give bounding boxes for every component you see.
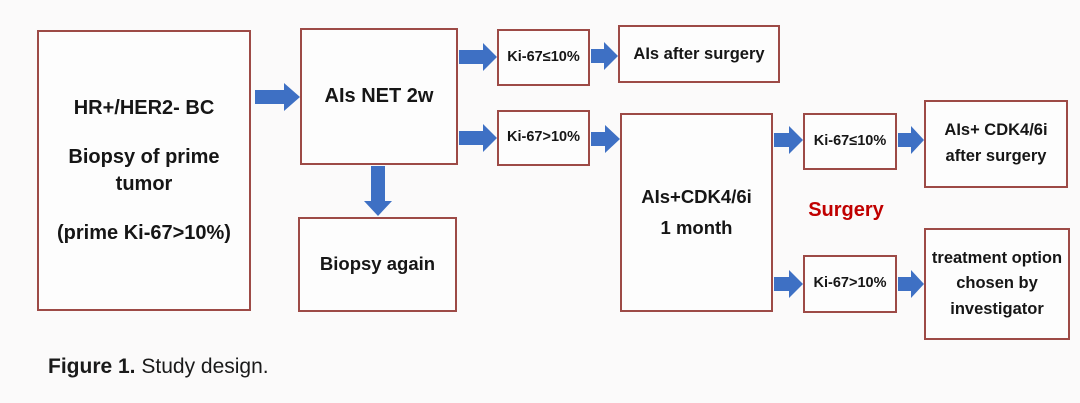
node-text-line: AIs+CDK4/6i bbox=[641, 185, 752, 207]
node-ki67-le10-second: Ki-67≤10% bbox=[803, 113, 897, 170]
node-text-line: Biopsy again bbox=[319, 253, 436, 275]
node-ki67-gt10-second: Ki-67>10% bbox=[803, 255, 897, 313]
node-hr-her2-bc-biopsy: HR+/HER2- BC Biopsy of prime tumor (prim… bbox=[37, 30, 251, 311]
node-text-line: after surgery bbox=[945, 147, 1047, 165]
arrow-ki67le10-second-to-cdkafter bbox=[898, 126, 924, 154]
node-text-line: Ki-67>10% bbox=[813, 275, 887, 292]
arrow-aisnet-to-biopsyagain bbox=[364, 166, 392, 216]
arrow-aisnet-to-ki67gt10 bbox=[459, 124, 497, 152]
node-text-line: investigator bbox=[950, 299, 1044, 318]
node-ais-cdk46i-1month: AIs+CDK4/6i 1 month bbox=[620, 113, 773, 312]
node-text-line: AIs NET 2w bbox=[324, 85, 434, 107]
node-ki67-le10-first: Ki-67≤10% bbox=[497, 29, 590, 86]
node-biopsy-again: Biopsy again bbox=[298, 217, 457, 312]
node-text-line: chosen by bbox=[956, 274, 1038, 293]
node-text-line: Biopsy of prime tumor bbox=[68, 145, 220, 195]
node-treatment-option: treatment option chosen by investigator bbox=[924, 228, 1070, 340]
node-text-line: (prime Ki-67>10%) bbox=[57, 221, 231, 244]
node-text-line: Ki-67≤10% bbox=[507, 48, 580, 65]
arrow-primary-to-aisnet bbox=[255, 83, 300, 111]
node-text-line: 1 month bbox=[660, 216, 733, 238]
arrow-aiscdk-to-ki67gt10-second bbox=[774, 270, 803, 298]
figure-caption-number: Figure 1. bbox=[48, 355, 136, 378]
node-ais-net-2w: AIs NET 2w bbox=[300, 28, 458, 165]
node-ais-cdk46i-after-surgery: AIs+ CDK4/6i after surgery bbox=[924, 100, 1068, 188]
node-text-line: AIs+ CDK4/6i bbox=[944, 121, 1048, 140]
arrow-ki67le10-to-aisaftersurgery bbox=[591, 42, 618, 70]
node-text-line: HR+/HER2- BC bbox=[73, 96, 215, 119]
node-text-line: Ki-67≤10% bbox=[813, 132, 887, 149]
node-text-line: Ki-67>10% bbox=[507, 129, 580, 146]
arrow-aiscdk-to-ki67le10-second bbox=[774, 126, 803, 154]
node-ais-after-surgery: AIs after surgery bbox=[618, 25, 780, 83]
figure-caption-text: Study design. bbox=[135, 355, 269, 378]
figure-caption: Figure 1. Study design. bbox=[48, 355, 269, 379]
arrow-ki67gt10-second-to-treatment bbox=[898, 270, 924, 298]
node-text-line: AIs after surgery bbox=[633, 44, 765, 63]
node-ki67-gt10-first: Ki-67>10% bbox=[497, 110, 590, 166]
surgery-label: Surgery bbox=[808, 199, 884, 221]
node-text-line: treatment option bbox=[931, 248, 1063, 267]
arrow-aisnet-to-ki67le10 bbox=[459, 43, 497, 71]
arrow-ki67gt10-to-aiscdk bbox=[591, 125, 620, 153]
